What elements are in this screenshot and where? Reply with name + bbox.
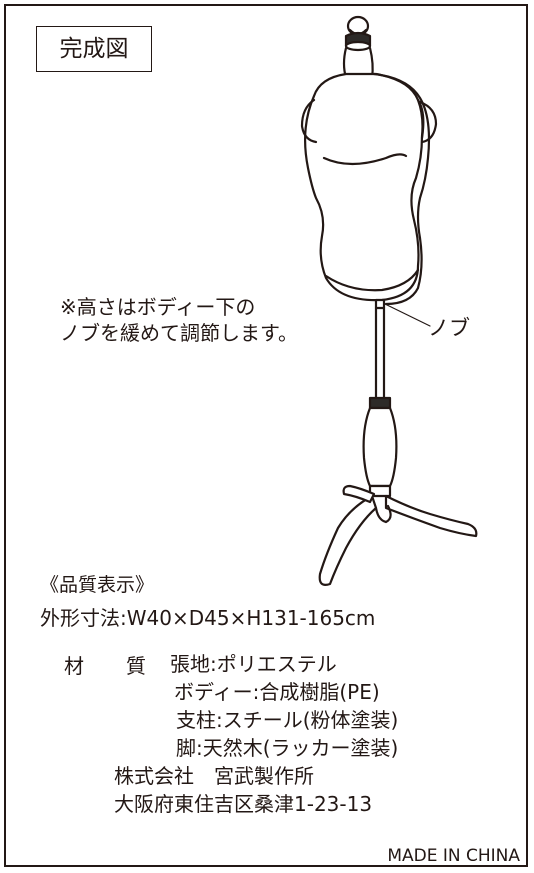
material-item: 脚:天然木(ラッカー塗装)	[176, 736, 399, 760]
material-item: ボディー:合成樹脂(PE)	[174, 680, 380, 704]
dimensions-text: 外形寸法:W40×D45×H131-165cm	[40, 606, 376, 630]
materials-list: 張地:ポリエステル ボディー:合成樹脂(PE) 支柱:スチール(粉体塗装) 脚:…	[170, 650, 398, 762]
material-item: 支柱:スチール(粉体塗装)	[176, 708, 399, 732]
material-item: 張地:ポリエステル	[170, 652, 337, 676]
note-line-1: ※高さはボディー下の	[60, 295, 256, 319]
note-line-2: ノブを緩めて調節します。	[60, 321, 298, 345]
material-label-char-1: 材	[64, 654, 84, 678]
tripod-legs-icon	[318, 484, 478, 586]
stand-column-icon	[362, 396, 398, 498]
height-adjust-note: ※高さはボディー下の ノブを緩めて調節します。	[60, 294, 298, 346]
page-frame	[4, 4, 528, 867]
company-address: 大阪府東住吉区桑津1-23-13	[114, 792, 373, 816]
mannequin-illustration	[300, 15, 478, 586]
page-title: 完成図	[36, 26, 152, 72]
torso-icon	[300, 72, 438, 306]
pole-icon	[374, 306, 386, 400]
finial-icon	[344, 15, 372, 52]
knob-label: ノブ	[428, 316, 470, 340]
company-info: 株式会社 宮武製作所 大阪府東住吉区桑津1-23-13	[114, 762, 372, 818]
company-name: 株式会社 宮武製作所	[114, 764, 314, 788]
quality-label-heading: 《品質表示》	[40, 574, 155, 596]
material-label-char-2: 質	[126, 654, 146, 678]
country-of-origin: MADE IN CHINA	[387, 846, 520, 866]
